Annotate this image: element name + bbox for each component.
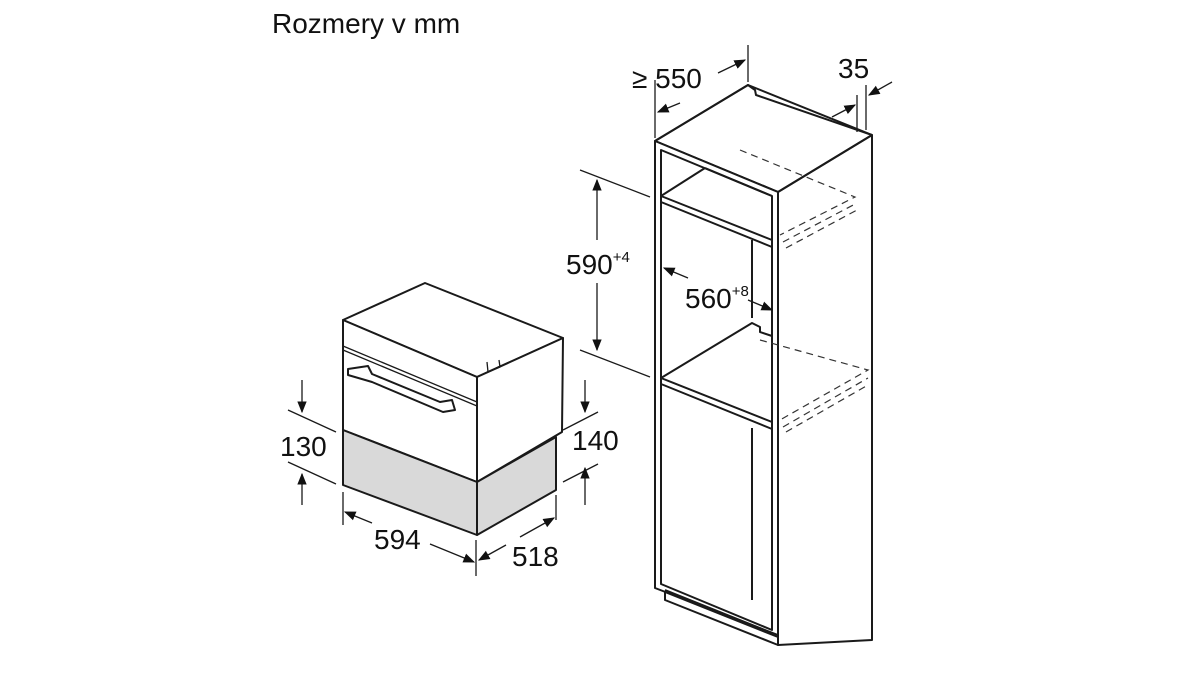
door-handle xyxy=(347,365,456,413)
cabinet-plinth xyxy=(664,591,779,646)
diagram-title: Rozmery v mm xyxy=(272,8,460,39)
niche-width-label: 560+8 xyxy=(685,283,749,314)
cabinet-dimensions: ≥ 550 35 590+4 560+8 xyxy=(566,45,893,378)
side-mount-clip xyxy=(486,359,501,373)
drawer-height-front-label: 130 xyxy=(280,431,327,462)
lower-shelf xyxy=(660,377,773,430)
warming-drawer-side xyxy=(476,436,557,536)
cabinet-depth-label: ≥ 550 xyxy=(632,63,702,94)
drawer-height-side-label: 140 xyxy=(572,425,619,456)
appliance-dimensions: 130 140 594 518 xyxy=(280,380,619,576)
tall-cabinet-drawing xyxy=(654,84,873,646)
upper-shelf xyxy=(660,195,773,248)
panel-offset-label: 35 xyxy=(838,53,869,84)
depth-label: 518 xyxy=(512,541,559,572)
appliance-drawing xyxy=(342,282,564,536)
width-label: 594 xyxy=(374,524,421,555)
niche-height-label: 590+4 xyxy=(566,249,630,280)
